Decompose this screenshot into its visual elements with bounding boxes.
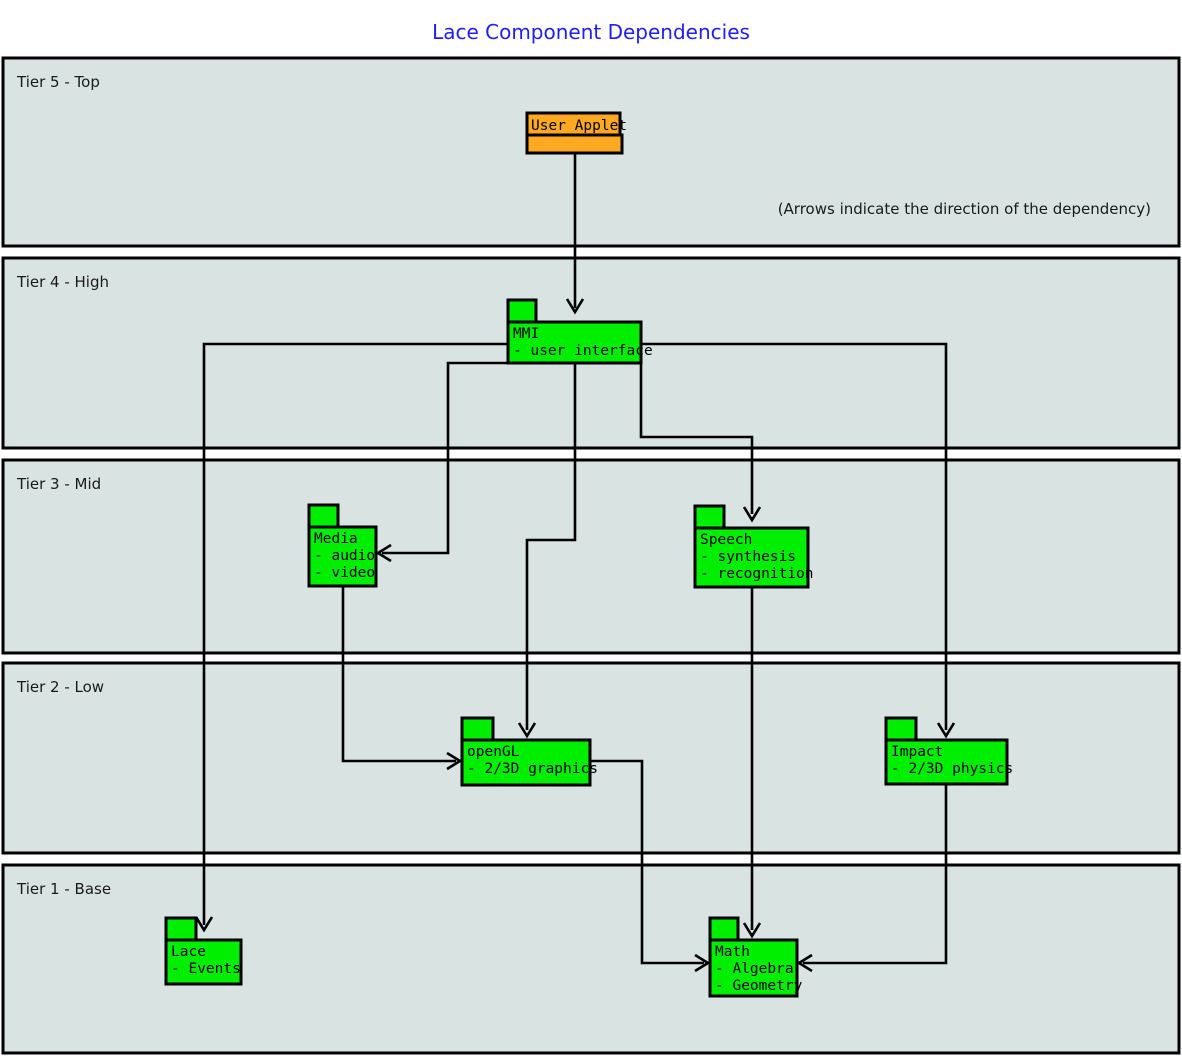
package-label-impact-line-1: - 2/3D physics bbox=[891, 761, 1013, 777]
edge-line-impact-to-math bbox=[803, 784, 948, 965]
edge-line-mmi-to-impact bbox=[641, 342, 948, 730]
edge-line-mmi-to-lace bbox=[202, 342, 508, 925]
edge-opengl-to-math bbox=[590, 759, 711, 973]
package-body-mmi bbox=[506, 320, 643, 365]
package-tab-math bbox=[708, 916, 740, 942]
package-tab-media bbox=[307, 503, 340, 529]
tier-label-tier2: Tier 2 - Low bbox=[16, 678, 104, 696]
arrowhead-impact-to-math bbox=[796, 953, 813, 973]
package-node-opengl[interactable]: openGL- 2/3D graphics bbox=[460, 716, 598, 787]
dependency-note: (Arrows indicate the direction of the de… bbox=[778, 200, 1151, 218]
package-tab-lace bbox=[164, 916, 198, 942]
tier-box-tier4 bbox=[1, 256, 1181, 450]
package-body-media bbox=[307, 525, 378, 588]
package-body-lace bbox=[164, 938, 243, 986]
arrowhead-mmi-to-speech bbox=[742, 506, 762, 523]
tier-group-tier4: Tier 4 - High bbox=[1, 256, 1181, 450]
edge-impact-to-math bbox=[796, 784, 948, 973]
edge-mmi-to-lace bbox=[194, 342, 508, 933]
package-body-speech bbox=[693, 526, 810, 589]
edge-mmi-to-opengl bbox=[517, 363, 577, 739]
package-label-speech-line-0: Speech bbox=[700, 532, 752, 548]
package-label-speech-line-1: - synthesis bbox=[700, 549, 796, 565]
package-body-user-applet bbox=[525, 133, 624, 155]
edge-mmi-to-media bbox=[375, 361, 508, 563]
edge-line-mmi-to-media bbox=[382, 361, 508, 555]
tier-label-tier4: Tier 4 - High bbox=[16, 273, 109, 291]
package-label-media-line-1: - audio bbox=[314, 548, 375, 564]
arrowhead-mmi-to-impact bbox=[936, 722, 956, 739]
tier-label-tier1: Tier 1 - Base bbox=[16, 880, 111, 898]
package-tab-opengl bbox=[460, 716, 495, 742]
package-node-media[interactable]: Media- audio- video bbox=[307, 503, 378, 588]
package-label-speech-line-2: - recognition bbox=[700, 566, 814, 582]
tier-label-tier3: Tier 3 - Mid bbox=[16, 475, 101, 493]
tier-group-tier3: Tier 3 - Mid bbox=[1, 458, 1181, 655]
package-label-lace-line-0: Lace bbox=[171, 944, 206, 960]
edge-line-media-to-opengl bbox=[341, 586, 456, 763]
package-label-lace-line-1: - Events bbox=[171, 961, 241, 977]
package-tab-impact bbox=[884, 716, 918, 742]
package-label-math-line-1: - Algebra bbox=[715, 961, 794, 977]
arrowhead-mmi-to-opengl bbox=[517, 722, 537, 739]
package-node-mmi[interactable]: MMI- user interface bbox=[506, 298, 653, 365]
package-label-user-applet: User Applet bbox=[531, 118, 627, 134]
edge-user-applet-to-mmi bbox=[565, 153, 585, 315]
tier-label-tier5: Tier 5 - Top bbox=[16, 73, 100, 91]
package-label-mmi-line-1: - user interface bbox=[513, 343, 653, 359]
package-body-impact bbox=[884, 738, 1009, 786]
edge-mmi-to-impact bbox=[641, 342, 956, 739]
edge-mmi-to-speech bbox=[639, 363, 762, 523]
edge-line-mmi-to-speech bbox=[639, 363, 754, 514]
arrowhead-mmi-to-media bbox=[375, 543, 392, 563]
package-body-math bbox=[708, 938, 799, 998]
arrowhead-mmi-to-lace bbox=[194, 916, 214, 933]
package-label-math-line-2: - Geometry bbox=[715, 978, 803, 994]
tier-box-tier3 bbox=[1, 458, 1181, 655]
package-node-impact[interactable]: Impact- 2/3D physics bbox=[884, 716, 1013, 786]
arrowhead-speech-to-math bbox=[742, 922, 762, 939]
package-tab-mmi bbox=[506, 298, 538, 324]
package-label-math-line-0: Math bbox=[715, 944, 750, 960]
edge-line-opengl-to-math bbox=[590, 759, 704, 965]
tier-group-tier1: Tier 1 - Base bbox=[1, 863, 1181, 1055]
edge-layer bbox=[194, 153, 956, 973]
package-node-math[interactable]: Math- Algebra- Geometry bbox=[708, 916, 803, 998]
package-label-opengl-line-0: openGL bbox=[467, 744, 520, 760]
edge-speech-to-math bbox=[742, 587, 762, 939]
edge-line-mmi-to-opengl bbox=[525, 363, 577, 730]
package-label-media-line-2: - video bbox=[314, 565, 375, 581]
tier-box-tier1 bbox=[1, 863, 1181, 1055]
arrowhead-user-applet-to-mmi bbox=[565, 298, 585, 315]
package-tab-speech bbox=[693, 504, 726, 530]
arrowhead-media-to-opengl bbox=[446, 751, 463, 771]
package-node-user-applet[interactable]: User Applet bbox=[525, 111, 627, 155]
package-body-opengl bbox=[460, 738, 592, 787]
package-label-mmi-line-0: MMI bbox=[513, 326, 539, 342]
arrowhead-opengl-to-math bbox=[694, 953, 711, 973]
package-label-opengl-line-1: - 2/3D graphics bbox=[467, 761, 598, 777]
package-label-media-line-0: Media bbox=[314, 531, 358, 547]
package-label-impact-line-0: Impact bbox=[891, 744, 943, 760]
package-node-lace[interactable]: Lace- Events bbox=[164, 916, 243, 986]
edge-media-to-opengl bbox=[341, 586, 463, 771]
package-node-speech[interactable]: Speech- synthesis- recognition bbox=[693, 504, 814, 589]
